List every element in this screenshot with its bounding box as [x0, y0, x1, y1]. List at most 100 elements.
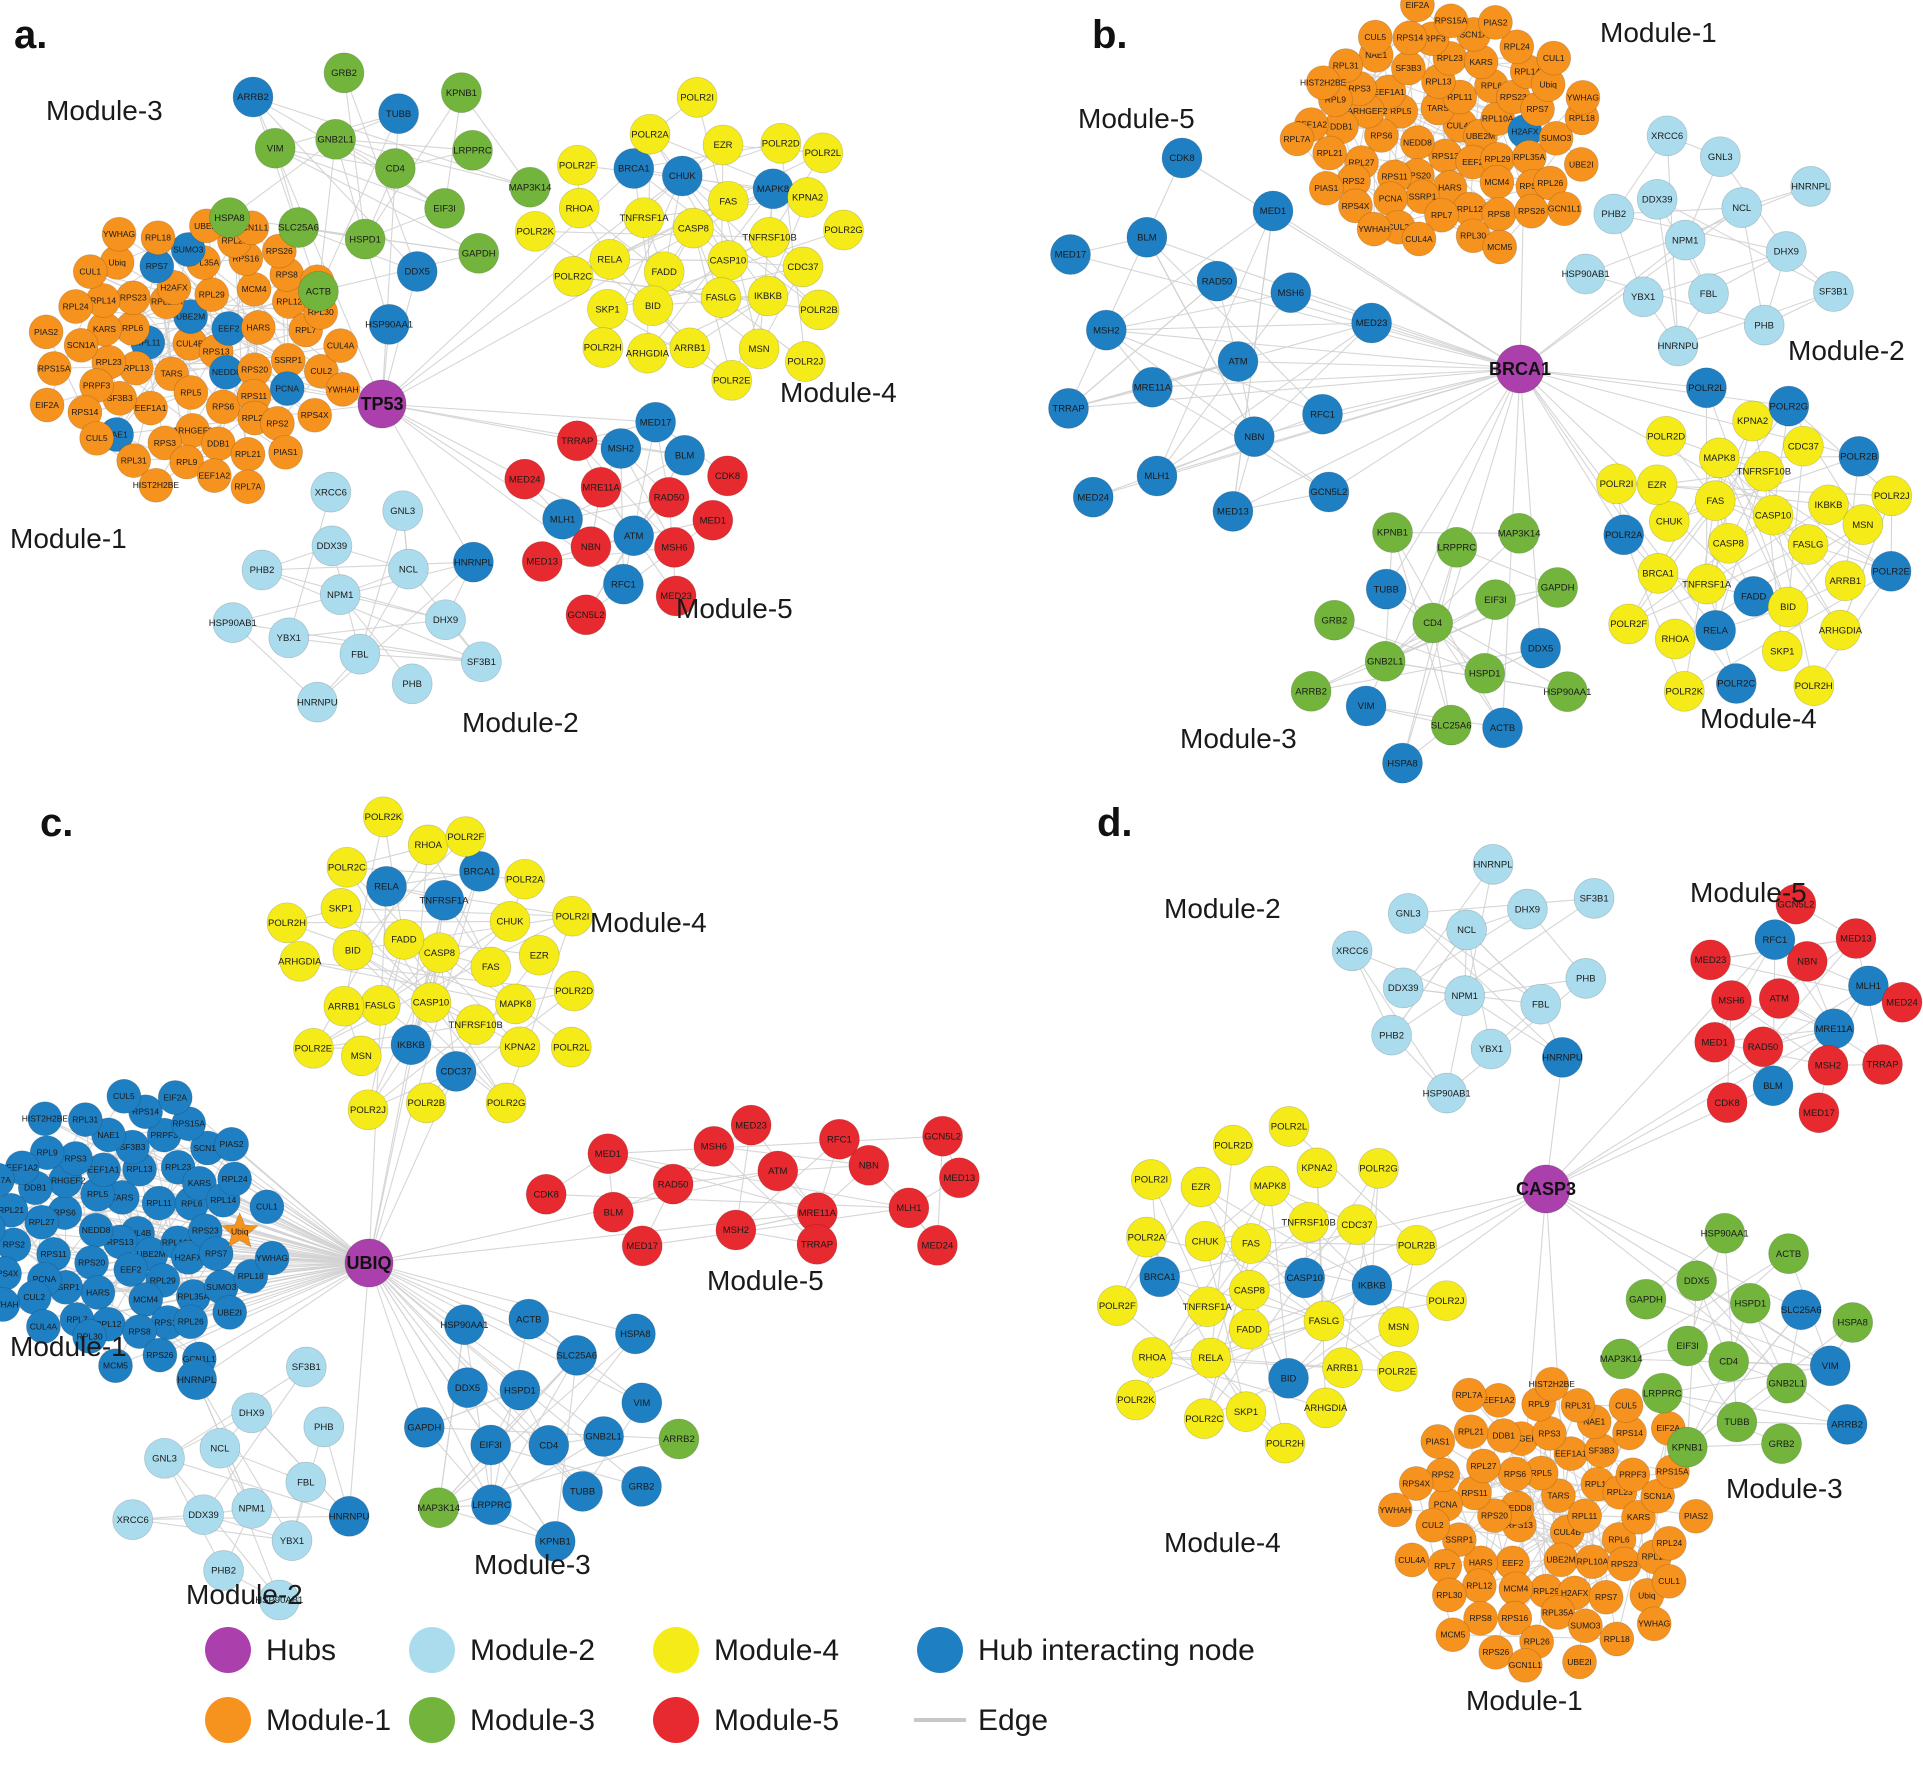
node-circle [1542, 1037, 1583, 1078]
gene-node-rpl21: RPL21 [1453, 1414, 1489, 1450]
gene-node-fadd: FADD [1733, 576, 1775, 617]
node-label: MLH1 [1144, 471, 1169, 482]
node-label: UBE2M [1466, 131, 1495, 141]
node-label: CDK8 [1169, 153, 1194, 164]
edge [203, 1366, 307, 1516]
node-circle [1567, 1498, 1602, 1534]
node-circle [1664, 219, 1706, 261]
gene-node-rpl24: RPL24 [1499, 29, 1535, 65]
gene-node-trrap: TRRAP [1048, 388, 1089, 429]
hub-circle [1521, 1164, 1571, 1214]
node-circle [1308, 471, 1350, 513]
node-circle [1625, 1278, 1667, 1320]
gene-node-rad50: RAD50 [1742, 1026, 1784, 1068]
gene-node-brca1: BRCA1 [613, 148, 655, 189]
gene-node-map3k14: MAP3K14 [417, 1487, 460, 1529]
node-label: EEF1A2 [6, 1163, 38, 1173]
gene-node-gapdh: GAPDH [1537, 567, 1578, 608]
node-label: YBX1 [1631, 292, 1655, 303]
node-label: XRCC6 [117, 1515, 149, 1526]
gene-node-kars: KARS [182, 1165, 217, 1201]
node-circle [1686, 563, 1728, 605]
edge [368, 1262, 604, 1437]
gene-node-polr2i: POLR2I [1596, 463, 1637, 505]
edge [1519, 368, 1707, 389]
gene-node-polr2c: POLR2C [552, 256, 594, 297]
edge [620, 448, 624, 585]
gene-node-rps4x: RPS4X [1338, 188, 1373, 224]
node-label: POLR2C [328, 863, 366, 874]
edge [1345, 65, 1498, 120]
node-circle [1637, 553, 1679, 594]
node-label: HNRNPL [1791, 182, 1830, 193]
legend-swatch-module-1 [205, 1697, 251, 1743]
gene-node-arhgdia: ARHGDIA [1304, 1387, 1348, 1429]
gene-node-arrb2: ARRB2 [658, 1418, 700, 1460]
gene-node-polr2c: POLR2C [1183, 1398, 1225, 1439]
gene-node-polr2a: POLR2A [504, 858, 546, 900]
node-label: HIST2H2BE [1529, 1379, 1576, 1389]
node-circle [583, 1416, 624, 1457]
hub-node-casp3: CASP3 [1516, 1164, 1576, 1214]
gene-node-polr2e: POLR2E [293, 1027, 334, 1069]
node-circle [1507, 1647, 1543, 1683]
gene-node-casp8: CASP8 [1707, 522, 1749, 564]
node-label: RPL35A [1542, 1607, 1574, 1617]
node-label: HSP90AB1 [1562, 269, 1610, 280]
node-label: CDK8 [1714, 1098, 1739, 1109]
gene-node-rpl31: RPL31 [1560, 1388, 1596, 1423]
gene-node-polr2a: POLR2A [1603, 514, 1645, 556]
gene-node-cdc37: CDC37 [782, 246, 824, 288]
legend-label-module-3: Module-3 [470, 1704, 595, 1737]
node-label: BRCA1 [1642, 569, 1674, 580]
gene-node-brca1: BRCA1 [1139, 1256, 1181, 1298]
edge [132, 301, 290, 329]
edge [1322, 368, 1521, 415]
node-circle [445, 816, 487, 857]
node-label: RPL12 [1466, 1581, 1492, 1591]
node-label: NPM1 [1451, 991, 1477, 1002]
edge [1156, 322, 1372, 477]
gene-node-med1: MED1 [692, 499, 734, 541]
gene-node-prpf3: PRPF3 [1615, 1457, 1651, 1493]
node-label: EEF2 [1502, 1558, 1524, 1568]
legend-label-module-5: Module-5 [714, 1704, 839, 1737]
node-circle [323, 52, 365, 94]
node-circle [140, 220, 176, 256]
node-label: RPL21 [0, 1205, 24, 1215]
edge [1106, 329, 1521, 370]
gene-node-med24: MED24 [1072, 476, 1114, 518]
node-label: RPS8 [276, 269, 298, 279]
gene-node-ddx5: DDX5 [1520, 627, 1561, 669]
gene-node-rhoa: RHOA [1132, 1337, 1173, 1378]
node-label: POLR2F [1099, 1301, 1136, 1312]
node-label: DHX9 [239, 1408, 264, 1419]
node-circle [1547, 671, 1588, 712]
node-circle [173, 1304, 209, 1340]
gene-node-msh2: MSH2 [715, 1209, 757, 1251]
gene-node-fbl: FBL [1688, 273, 1729, 314]
node-label: LRPPRC [472, 1500, 511, 1511]
gene-node-rpl35a: RPL35A [1540, 1595, 1576, 1630]
node-label: ATM [624, 531, 643, 542]
node-label: MED24 [1077, 492, 1109, 503]
node-label: ARRB2 [237, 92, 269, 103]
node-circle [447, 1367, 488, 1408]
node-label: POLR2H [1266, 1438, 1304, 1449]
gene-node-fas: FAS [1230, 1223, 1272, 1264]
node-label: MAP3K14 [417, 1503, 460, 1514]
node-circle [553, 970, 595, 1012]
gene-node-arrb2: ARRB2 [232, 76, 274, 118]
node-label: NBN [581, 542, 601, 553]
gene-node-rps20: RPS20 [74, 1245, 109, 1280]
node-label: POLR2L [1271, 1122, 1307, 1133]
node-label: GRB2 [629, 1482, 655, 1493]
node-circle [1365, 568, 1407, 610]
gene-node-polr2a: POLR2A [1126, 1216, 1167, 1258]
node-label: RPL14 [90, 295, 116, 305]
edge [491, 1436, 604, 1506]
node-label: RFC1 [1310, 409, 1335, 420]
gene-node-rpl21: RPL21 [0, 1192, 29, 1228]
gene-node-polr2f: POLR2F [1608, 603, 1650, 645]
gene-node-gnl3: GNL3 [1387, 893, 1429, 934]
